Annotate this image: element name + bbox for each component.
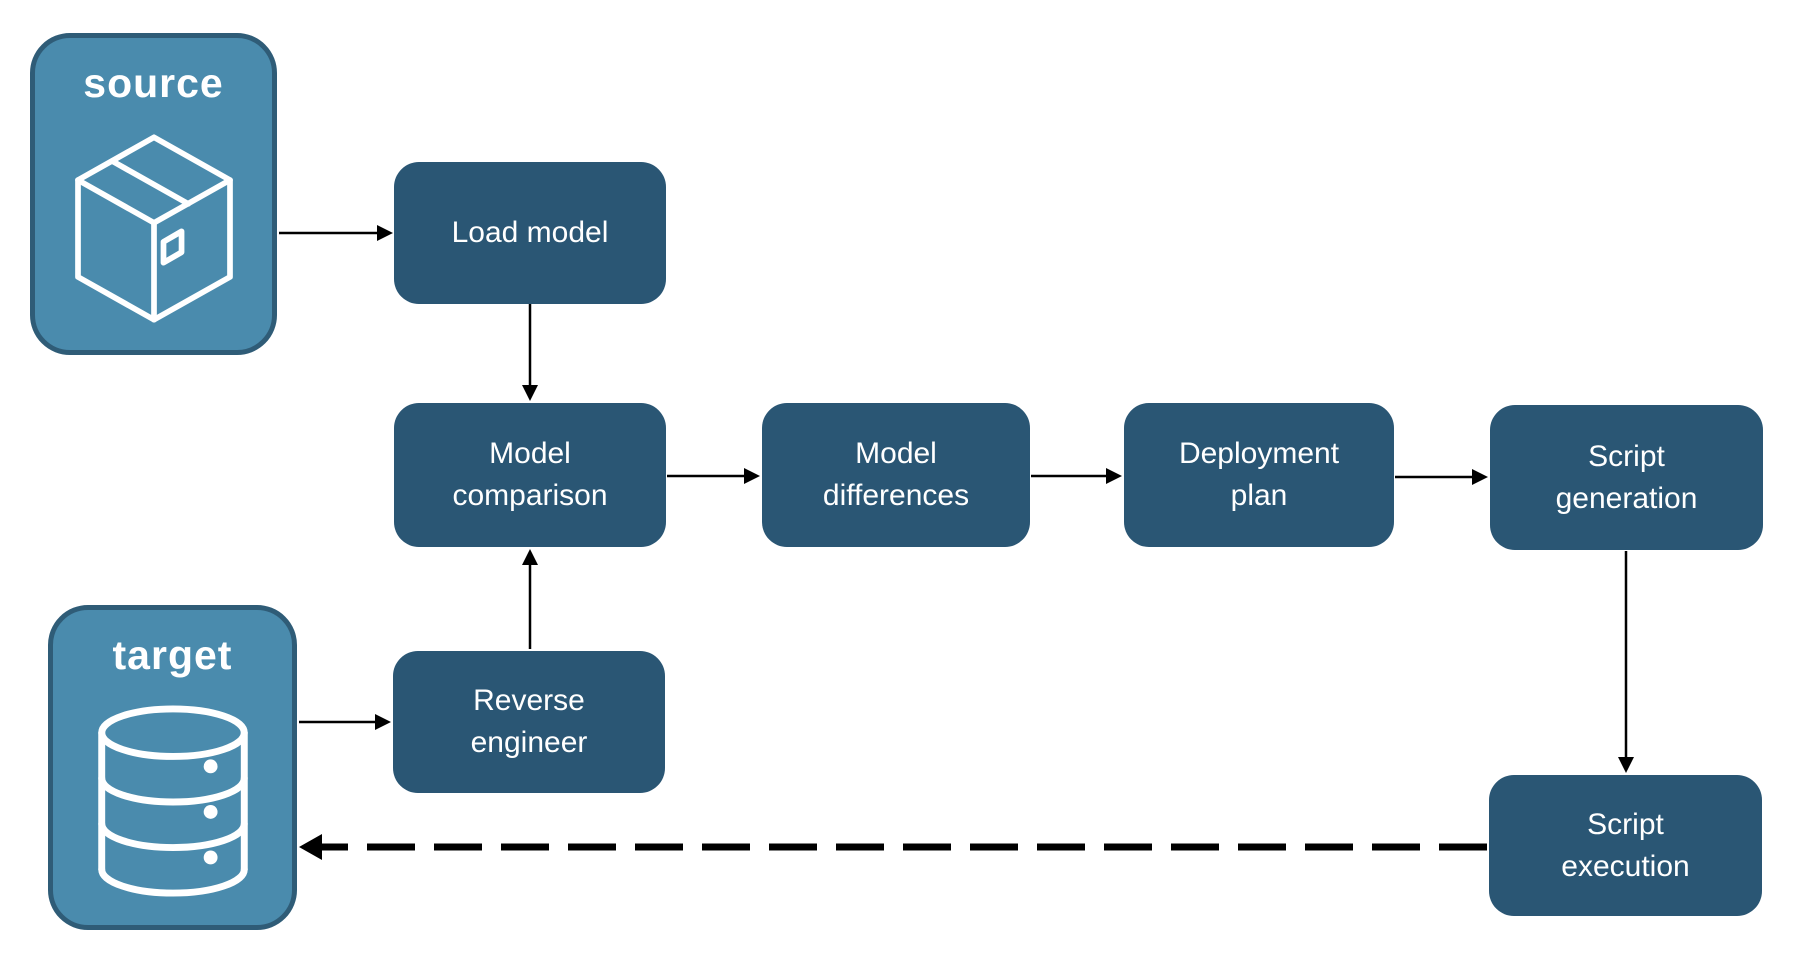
target-label: target (112, 632, 233, 678)
step-script-execution-label: Script execution (1561, 807, 1690, 883)
step-load-model-label: Load model (451, 216, 609, 249)
step-model-comparison: Model comparison (394, 403, 666, 547)
step-model-comparison-label: Model comparison (452, 437, 608, 512)
step-script-generation: Script generation (1490, 405, 1763, 550)
step-model-differences-label: Model differences (822, 437, 970, 512)
database-icon (53, 679, 292, 925)
endpoint-source: source (30, 33, 277, 355)
step-load-model: Load model (394, 162, 666, 304)
endpoint-target: target (48, 605, 297, 930)
package-icon (35, 107, 272, 350)
step-model-differences: Model differences (762, 403, 1030, 547)
step-reverse-engineer: Reverse engineer (393, 651, 665, 793)
step-deployment-plan-label: Deployment plan (1178, 437, 1340, 512)
step-reverse-engineer-label: Reverse engineer (470, 684, 588, 759)
step-script-generation-label: Script generation (1555, 439, 1698, 515)
step-deployment-plan: Deployment plan (1124, 403, 1394, 547)
step-script-execution: Script execution (1489, 775, 1762, 916)
source-label: source (83, 60, 224, 106)
